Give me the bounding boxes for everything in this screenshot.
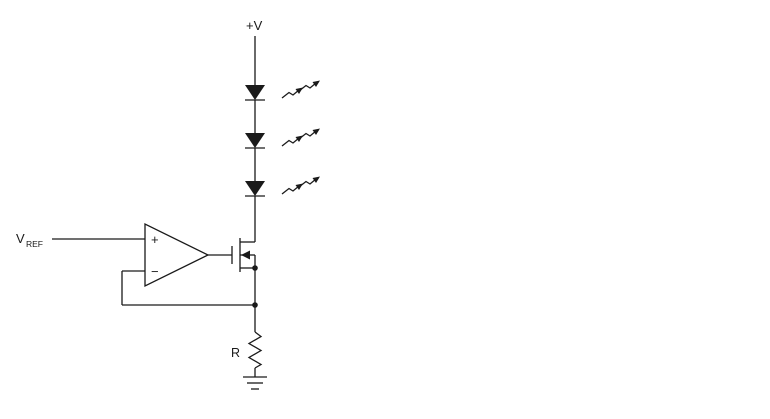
opamp-minus-sign: − (151, 264, 159, 279)
led-2 (244, 132, 266, 149)
vref-subscript: REF (26, 239, 43, 249)
sense-resistor: R (231, 331, 263, 369)
led-1 (244, 84, 266, 101)
led-3 (244, 180, 266, 197)
led-3-emission-arrows (281, 175, 321, 195)
nmos-transistor (231, 238, 256, 272)
resistor-label: R (231, 346, 240, 360)
node-dot-feedback (252, 302, 258, 308)
opamp: + − (144, 222, 210, 288)
opamp-body (144, 222, 210, 288)
opamp-plus-sign: + (151, 232, 159, 247)
node-dot-source (252, 265, 258, 271)
led-2-emission-arrows (281, 127, 321, 147)
mosfet-body-arrow (241, 250, 250, 260)
led-1-emission-arrows (281, 79, 321, 99)
feedback-wire (121, 270, 255, 306)
ground-symbol (243, 376, 267, 390)
supply-label: +V (246, 18, 263, 33)
vref-label: V (16, 231, 25, 246)
